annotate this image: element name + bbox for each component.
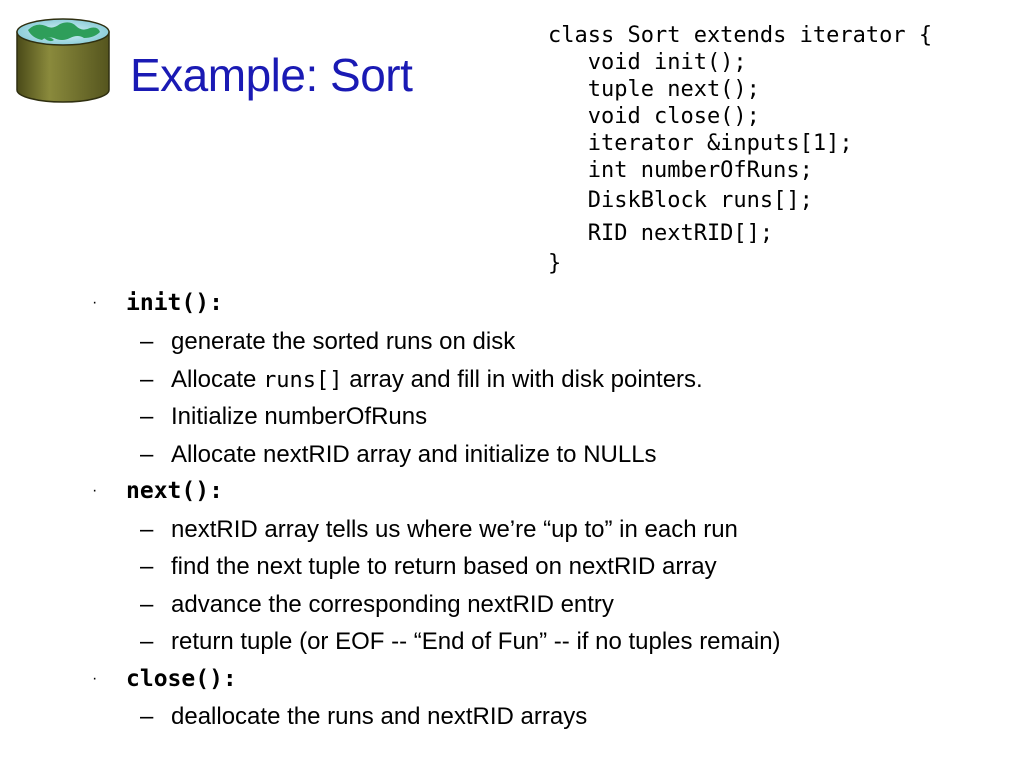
sub-bullet-text: generate the sorted runs on disk (171, 328, 516, 355)
sub-bullet: –deallocate the runs and nextRID arrays (140, 703, 587, 731)
code-line: DiskBlock runs[]; (548, 188, 813, 213)
bullet-glyph: · (92, 294, 98, 311)
sub-bullet-text: Allocate (171, 366, 264, 393)
sub-bullet: –Allocate runs[] array and fill in with … (140, 366, 703, 394)
bullet-next: · next(): (92, 478, 223, 504)
bullet-glyph: · (92, 670, 98, 687)
sub-bullet: –find the next tuple to return based on … (140, 553, 717, 581)
bullet-init: · init(): (92, 290, 223, 316)
code-block: class Sort extends iterator { void init(… (548, 22, 932, 277)
dash-glyph: – (140, 628, 154, 655)
sub-bullet: –nextRID array tells us where we’re “up … (140, 516, 738, 544)
sub-bullet-text: advance the corresponding nextRID entry (171, 591, 614, 618)
dash-glyph: – (140, 553, 154, 580)
dash-glyph: – (140, 366, 154, 393)
code-line: iterator &inputs[1]; (548, 131, 853, 156)
bullet-close: · close(): (92, 666, 237, 692)
sub-bullet-text: Initialize numberOfRuns (171, 403, 428, 430)
sub-bullet-text: find the next tuple to return based on n… (171, 553, 717, 580)
code-line: tuple next(); (548, 77, 760, 102)
sub-bullet-text: array and fill in with disk pointers. (342, 366, 703, 393)
database-globe-icon (16, 18, 110, 103)
sub-bullet: –advance the corresponding nextRID entry (140, 591, 614, 619)
code-line: void init(); (548, 50, 747, 75)
bullet-label-init: init(): (126, 290, 223, 316)
inline-code: runs[] (263, 368, 343, 393)
dash-glyph: – (140, 441, 154, 468)
dash-glyph: – (140, 703, 154, 730)
code-line: } (548, 251, 562, 276)
sub-bullet-text: Allocate nextRID array and initialize to… (171, 441, 657, 468)
code-line: int numberOfRuns; (548, 158, 813, 183)
bullet-label-next: next(): (126, 478, 223, 504)
code-line: RID nextRID[]; (548, 221, 774, 246)
sub-bullet: –return tuple (or EOF -- “End of Fun” --… (140, 628, 781, 656)
code-line: void close(); (548, 104, 760, 129)
dash-glyph: – (140, 516, 154, 543)
code-line: class Sort extends iterator { (548, 23, 933, 48)
dash-glyph: – (140, 591, 154, 618)
slide-title: Example: Sort (130, 49, 413, 101)
sub-bullet: –generate the sorted runs on disk (140, 328, 515, 356)
dash-glyph: – (140, 328, 154, 355)
bullet-glyph: · (92, 482, 98, 499)
bullet-label-close: close(): (126, 666, 237, 692)
dash-glyph: – (140, 403, 154, 430)
sub-bullet-text: return tuple (or EOF -- “End of Fun” -- … (171, 628, 781, 655)
sub-bullet-text: deallocate the runs and nextRID arrays (171, 703, 588, 730)
sub-bullet-text: nextRID array tells us where we’re “up t… (171, 516, 738, 543)
sub-bullet: –Allocate nextRID array and initialize t… (140, 441, 657, 469)
sub-bullet: –Initialize numberOfRuns (140, 403, 427, 431)
